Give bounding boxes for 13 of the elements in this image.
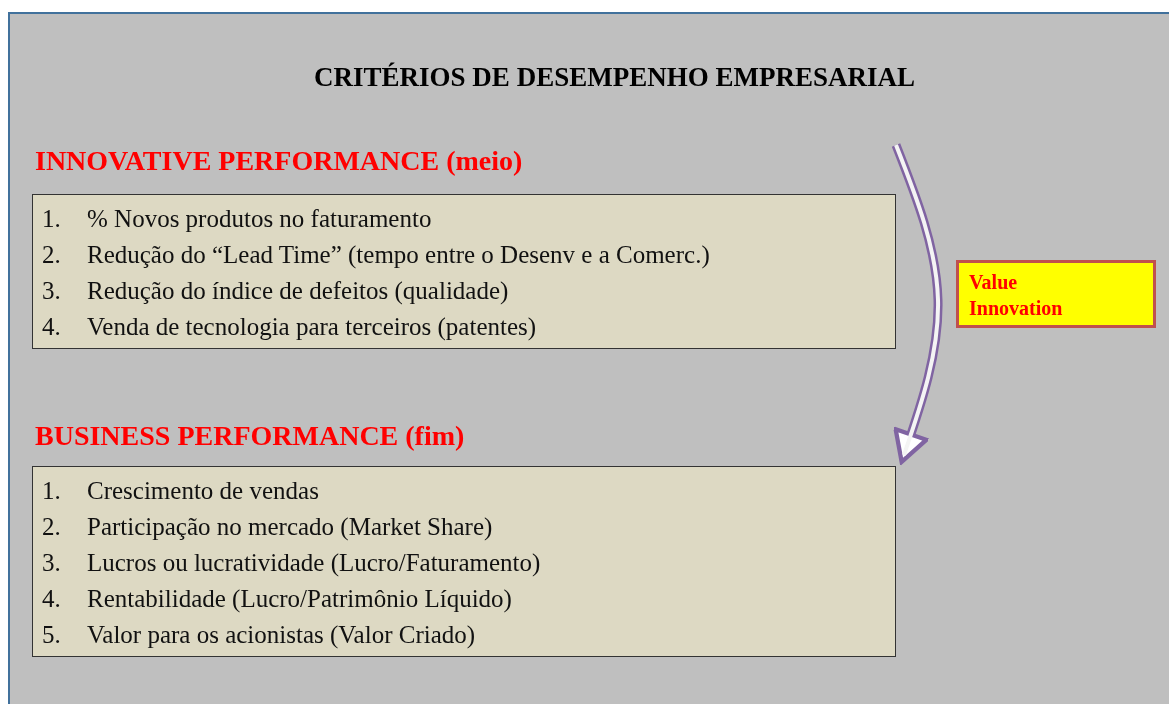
list-item: 5. Valor para os acionistas (Valor Criado) (42, 620, 476, 651)
label-box: Value Innovation (956, 260, 1156, 328)
list-item: 3. Lucros ou lucratividade (Lucro/Faturamento) (42, 548, 541, 578)
list-item: 4. Rentabilidade (Lucro/Patrimônio Líquido) (42, 584, 512, 615)
list-item: 1. Crescimento de vendas (42, 476, 319, 506)
list-item: 2. Participação no mercado (Market Share) (42, 512, 493, 543)
list-item: 4. Venda de tecnologia para terceiros (patentes) (42, 312, 537, 343)
list-item: 2. Redução do “Lead Time” (tempo entre o Desenv e a Comerc.) (42, 240, 710, 271)
list-item: 3. Redução do índice de defeitos (qualidade) (42, 276, 509, 307)
section-heading: BUSINESS PERFORMANCE (fim) (35, 420, 465, 452)
list-item: 1. % Novos produtos no faturamento (42, 204, 432, 234)
title: CRITÉRIOS DE DESEMPENHO EMPRESARIAL (313, 62, 916, 93)
section-heading: INNOVATIVE PERFORMANCE (meio) (35, 145, 523, 177)
